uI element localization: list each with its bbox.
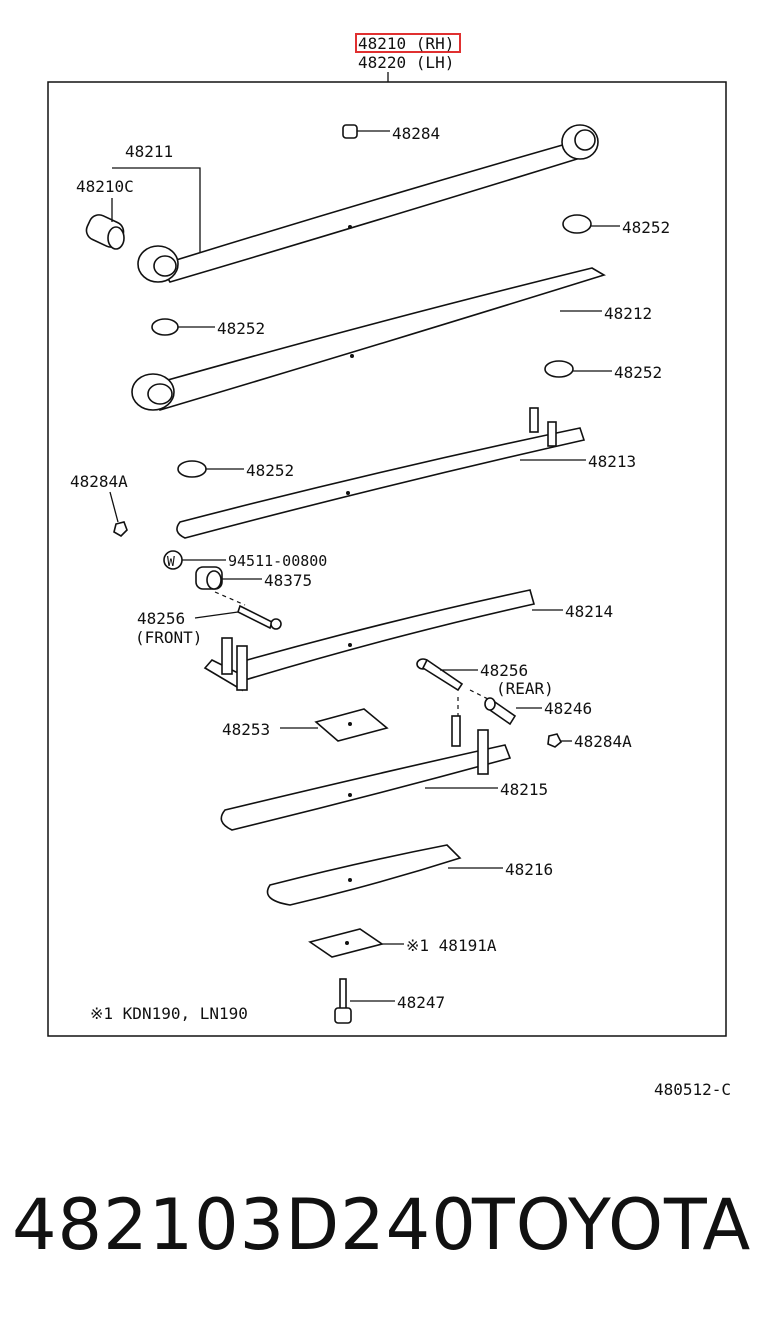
part-48256-rear-bolt[interactable] — [416, 658, 478, 692]
part-48284A-nut-a[interactable] — [109, 491, 128, 537]
label-48216[interactable]: 48216 — [505, 860, 553, 879]
label-48284A-a[interactable]: 48284A — [70, 472, 128, 491]
part-48284-nut[interactable] — [342, 124, 390, 139]
part-48253-pad[interactable] — [280, 708, 389, 742]
label-48247[interactable]: 48247 — [397, 993, 445, 1012]
part-48191A-plate[interactable] — [308, 928, 404, 958]
label-48253[interactable]: 48253 — [222, 720, 270, 739]
label-48252-c[interactable]: 48252 — [614, 363, 662, 382]
label-48212[interactable]: 48212 — [604, 304, 652, 323]
label-48191A[interactable]: ※1 48191A — [406, 936, 497, 955]
label-48256-front[interactable]: 48256 — [137, 609, 185, 628]
label-48210C[interactable]: 48210C — [76, 177, 134, 196]
label-48210-rh[interactable]: 48210 (RH) — [358, 34, 454, 53]
label-48284[interactable]: 48284 — [392, 124, 440, 143]
part-48213-leaf[interactable] — [176, 407, 586, 539]
part-48210C-bushing[interactable] — [83, 212, 127, 251]
part-48252-pad-a[interactable] — [562, 214, 620, 234]
label-rear[interactable]: (REAR) — [496, 679, 554, 698]
label-48284A-b[interactable]: 48284A — [574, 732, 632, 751]
w-symbol: W — [167, 555, 175, 570]
label-48214[interactable]: 48214 — [565, 602, 613, 621]
leaf-spring-diagram: 48210 (RH) 48220 (LH) 48284 48211 48210C… — [47, 33, 727, 1037]
label-48213[interactable]: 48213 — [588, 452, 636, 471]
label-48252-a[interactable]: 48252 — [622, 218, 670, 237]
part-48216-leaf[interactable] — [266, 844, 504, 906]
label-front[interactable]: (FRONT) — [135, 628, 202, 647]
part-48215-leaf[interactable] — [220, 715, 512, 831]
label-94511-00800[interactable]: 94511-00800 — [228, 552, 327, 570]
part-48252-pad-d[interactable] — [177, 460, 244, 478]
label-48256-rear[interactable]: 48256 — [480, 661, 528, 680]
diagram-code: 480512-C — [654, 1080, 732, 1099]
part-48211-main-leaf[interactable] — [137, 124, 599, 283]
part-number-title: 482103D240 — [12, 1184, 477, 1266]
label-48211[interactable]: 48211 — [125, 142, 173, 161]
rh-highlight-box — [355, 33, 461, 53]
applicability-note: ※1 KDN190, LN190 — [90, 1004, 248, 1023]
part-48247-center-bolt[interactable] — [334, 978, 395, 1024]
part-48256-front-bolt[interactable] — [194, 604, 282, 630]
part-48214-leaf[interactable] — [203, 589, 563, 692]
diagram-frame — [47, 81, 727, 1037]
part-48246-pin[interactable] — [484, 697, 542, 726]
part-48212-leaf[interactable] — [131, 267, 606, 411]
part-48252-pad-c[interactable] — [544, 360, 612, 378]
label-48220-lh[interactable]: 48220 (LH) — [358, 53, 454, 72]
label-48375[interactable]: 48375 — [264, 571, 312, 590]
label-48252-d[interactable]: 48252 — [246, 461, 294, 480]
label-48215[interactable]: 48215 — [500, 780, 548, 799]
part-48252-pad-b[interactable] — [151, 318, 215, 336]
part-48375-bushing[interactable] — [195, 566, 262, 590]
brand-title: TOYOTA — [472, 1184, 752, 1266]
label-48252-b[interactable]: 48252 — [217, 319, 265, 338]
part-48284A-nut-b[interactable] — [547, 733, 572, 748]
label-48246[interactable]: 48246 — [544, 699, 592, 718]
